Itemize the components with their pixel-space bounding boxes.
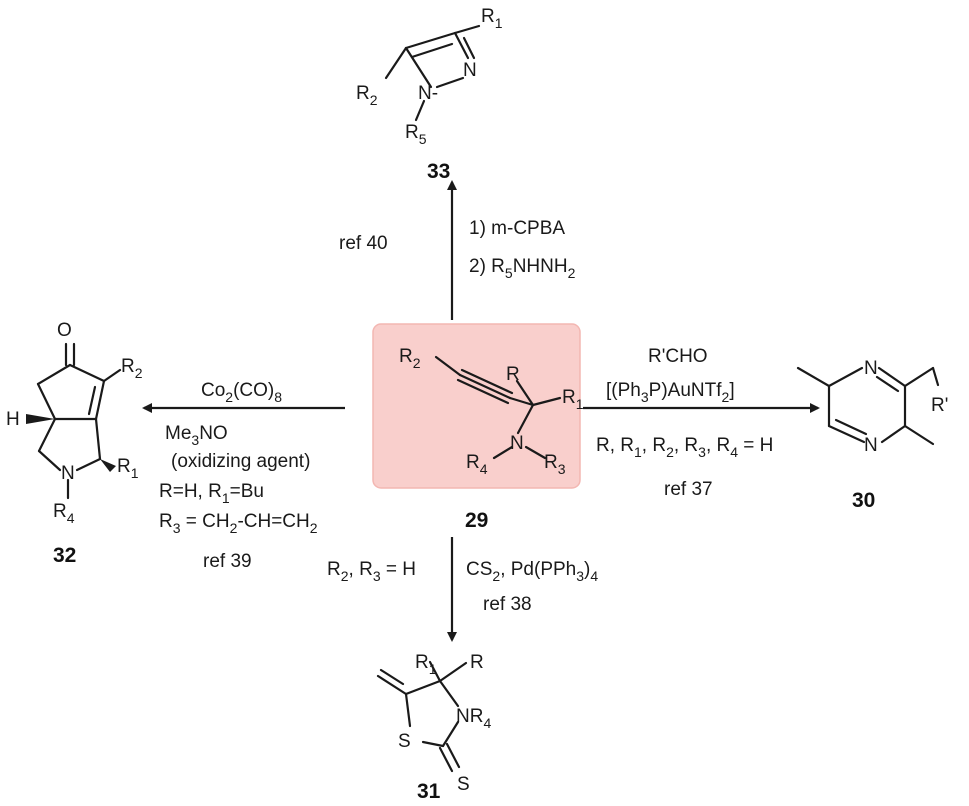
reaction-33-conditions: 1) m-CPBA 2) R5NHNH2 ref 40 — [339, 218, 576, 281]
compound-33: R1 N R2 N- R5 33 — [356, 6, 503, 183]
compound-30-bonds — [796, 366, 940, 446]
compound-number-29: 29 — [465, 509, 488, 532]
reagent-cobalt-carbonyl: Co2(CO)8 — [201, 380, 282, 405]
label-n1: N- — [418, 83, 438, 104]
label-o: O — [57, 320, 72, 341]
wedge-h — [26, 414, 55, 424]
reaction-31-conditions: R2, R3 = H CS2, Pd(PPh3)4 ref 38 — [327, 559, 598, 615]
ref-38: ref 38 — [483, 594, 532, 615]
highlight-box — [372, 323, 581, 489]
ref-39: ref 39 — [203, 551, 252, 572]
label-nr4: NR4 — [456, 706, 491, 731]
reagent-cs2-pd: CS2, Pd(PPh3)4 — [466, 559, 598, 584]
label-r1: R1 — [117, 456, 139, 481]
reagent-nmo: Me3NO — [165, 423, 228, 448]
reagent-aldehyde: R'CHO — [648, 346, 708, 367]
label-r: R — [470, 652, 484, 673]
compound-31-bonds — [376, 660, 468, 773]
label-r4: R4 — [466, 452, 488, 477]
compound-number-31: 31 — [417, 780, 441, 803]
reagent-step2: 2) R5NHNH2 — [469, 256, 576, 281]
label-r3: R3 — [544, 452, 566, 477]
compound-29: R2 R R1 N R4 R3 29 — [372, 323, 584, 532]
compound-32-bonds — [36, 342, 122, 500]
reagent-note: (oxidizing agent) — [171, 451, 310, 472]
wedge-r1 — [100, 459, 116, 472]
compound-33-bonds — [384, 24, 481, 122]
label-n-top: N — [864, 358, 878, 379]
compound-32: O R2 H N R1 R4 32 — [6, 320, 143, 567]
label-s-ring: S — [398, 731, 411, 752]
condition-r-r1: R=H, R1=Bu — [159, 481, 264, 506]
label-r1: R1 — [562, 387, 584, 412]
label-s-exo: S — [457, 774, 470, 795]
label-r: R — [506, 364, 520, 385]
label-n2: N — [463, 60, 477, 81]
label-r2: R2 — [399, 346, 421, 371]
label-n: N — [61, 463, 75, 484]
label-r2: R2 — [356, 83, 378, 108]
compound-number-33: 33 — [427, 160, 450, 183]
label-h: H — [6, 409, 20, 430]
condition-r3: R3 = CH2-CH=CH2 — [159, 511, 318, 536]
reagent-step1: 1) m-CPBA — [469, 218, 565, 239]
label-r1: R1 — [481, 6, 503, 31]
label-r-prime: R' — [931, 395, 948, 416]
ref-37: ref 37 — [664, 479, 713, 500]
label-r4: R4 — [53, 501, 75, 526]
condition-substituents: R, R1, R2, R3, R4 = H — [596, 435, 773, 460]
compound-31: R1 R NR4 S S 31 — [376, 652, 491, 803]
label-n: N — [510, 433, 524, 454]
reaction-32-conditions: Co2(CO)8 Me3NO (oxidizing agent) R=H, R1… — [159, 380, 318, 572]
compound-number-32: 32 — [53, 544, 76, 567]
catalyst-gold: [(Ph3P)AuNTf2] — [606, 380, 735, 405]
reaction-30-conditions: R'CHO [(Ph3P)AuNTf2] R, R1, R2, R3, R4 =… — [596, 346, 773, 500]
ref-40: ref 40 — [339, 233, 388, 254]
condition-r2-r3: R2, R3 = H — [327, 559, 416, 584]
label-n-bottom: N — [864, 435, 878, 456]
compound-30: N N R' 30 — [796, 358, 948, 512]
label-r2: R2 — [121, 356, 143, 381]
label-r5: R5 — [405, 122, 427, 147]
label-r1: R1 — [415, 652, 437, 677]
compound-number-30: 30 — [852, 489, 875, 512]
compound-29-bonds — [434, 355, 562, 460]
